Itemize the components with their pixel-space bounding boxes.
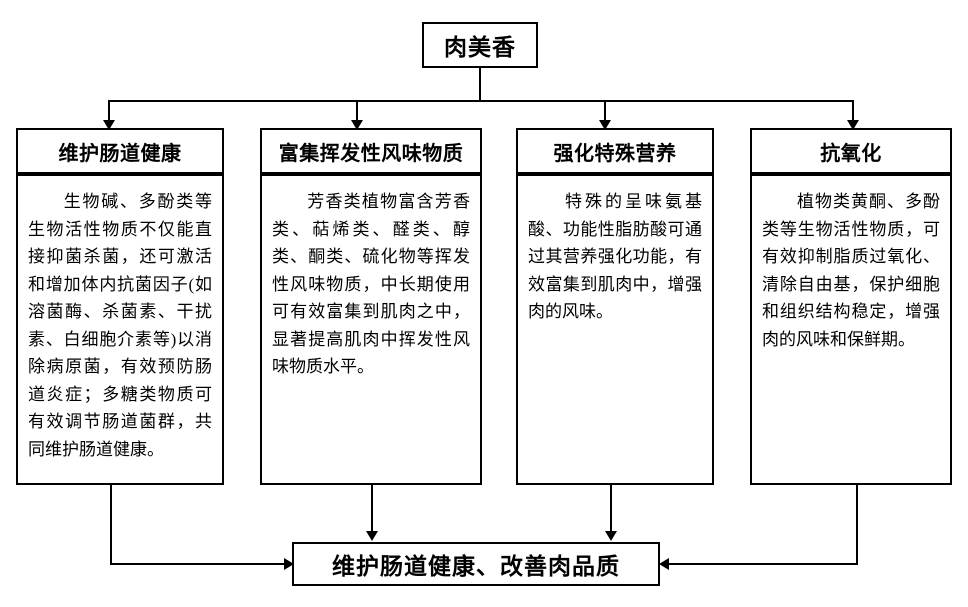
column-body-2: 芳香类植物富含芳香类、萜烯类、醛类、醇类、酮类、硫化物等挥发性风味物质，中长期使… xyxy=(260,174,482,485)
outflow-arrow-1-icon xyxy=(284,558,294,570)
column-heading-1: 维护肠道健康 xyxy=(16,128,224,174)
outcome-node: 维护肠道健康、改善肉品质 xyxy=(292,542,660,586)
branch-line-4 xyxy=(852,100,854,125)
column-body-text-4: 植物类黄酮、多酚类等生物活性物质，可有效抑制脂质过氧化、清除自由基，保护细胞和组… xyxy=(762,192,940,349)
column-heading-3: 强化特殊营养 xyxy=(516,128,714,174)
outflow-arrow-4-icon xyxy=(659,558,669,570)
outflow-line-1-vertical xyxy=(110,485,112,564)
branch-line-3 xyxy=(604,100,606,125)
branch-arrow-1-icon xyxy=(103,120,115,130)
branch-arrow-4-icon xyxy=(847,120,859,130)
outflow-line-3-vertical xyxy=(610,485,612,535)
branch-line-2 xyxy=(356,100,358,125)
outflow-arrow-3-icon xyxy=(605,531,617,541)
branch-line-1 xyxy=(108,100,110,125)
outflow-line-2-vertical xyxy=(371,485,373,535)
column-heading-2: 富集挥发性风味物质 xyxy=(260,128,482,174)
column-body-4: 植物类黄酮、多酚类等生物活性物质，可有效抑制脂质过氧化、清除自由基，保护细胞和组… xyxy=(750,174,952,485)
outflow-arrow-2-icon xyxy=(366,531,378,541)
column-body-text-1: 生物碱、多酚类等生物活性物质不仅能直接抑菌杀菌，还可激活和增加体内抗菌因子(如溶… xyxy=(28,192,212,459)
column-body-text-3: 特殊的呈味氨基酸、功能性脂肪酸可通过其营养强化功能，有效富集到肌肉中，增强肉的风… xyxy=(528,192,702,322)
column-body-1: 生物碱、多酚类等生物活性物质不仅能直接抑菌杀菌，还可激活和增加体内抗菌因子(如溶… xyxy=(16,174,224,485)
outflow-line-1-horizontal xyxy=(110,563,285,565)
root-stem-line xyxy=(479,68,481,101)
column-body-3: 特殊的呈味氨基酸、功能性脂肪酸可通过其营养强化功能，有效富集到肌肉中，增强肉的风… xyxy=(516,174,714,485)
column-body-text-2: 芳香类植物富含芳香类、萜烯类、醛类、醇类、酮类、硫化物等挥发性风味物质，中长期使… xyxy=(272,192,470,377)
outflow-line-4-vertical xyxy=(856,485,858,564)
branch-arrow-2-icon xyxy=(351,120,363,130)
distribution-bus-line xyxy=(108,100,852,102)
root-node-meimeixiang: 肉美香 xyxy=(422,22,538,68)
branch-arrow-3-icon xyxy=(599,120,611,130)
column-heading-4: 抗氧化 xyxy=(750,128,952,174)
outflow-line-4-horizontal xyxy=(669,563,858,565)
